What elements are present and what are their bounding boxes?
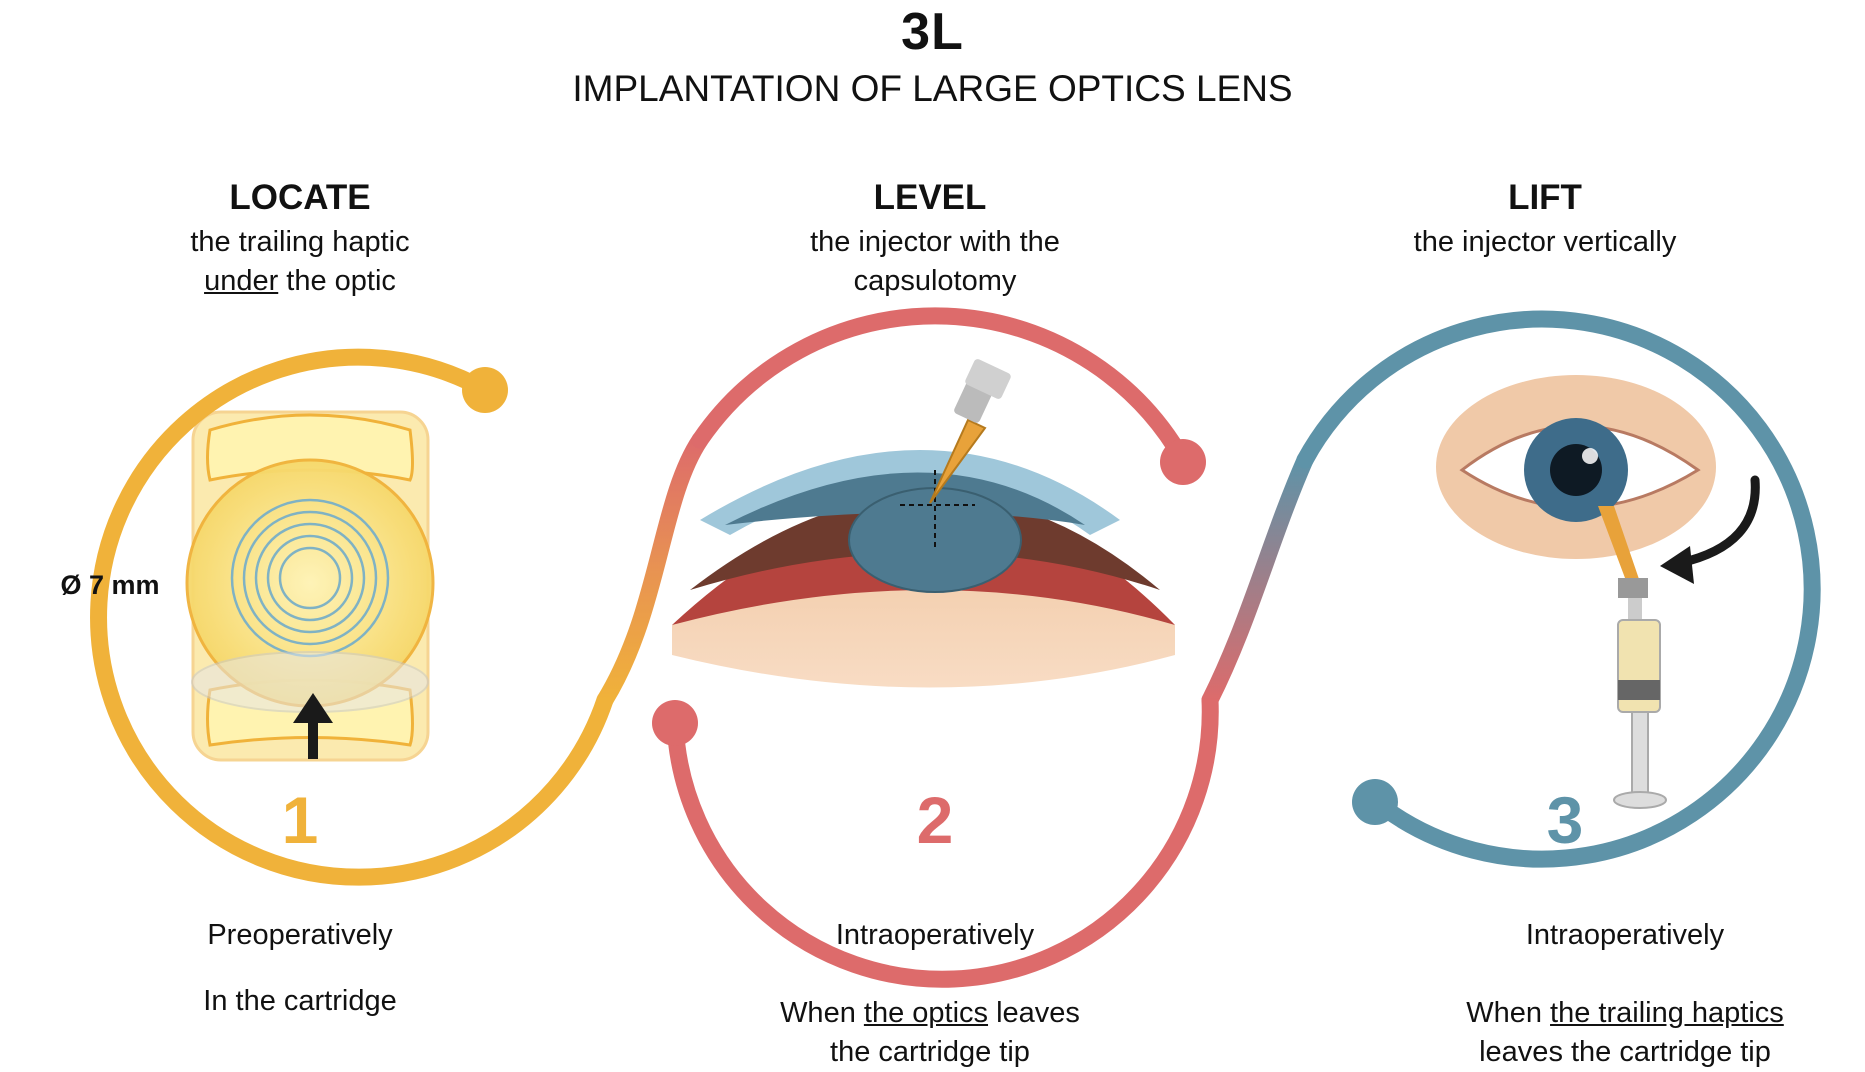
step3-heading: LIFT <box>1508 178 1582 217</box>
curved-arrow-icon <box>1660 475 1760 584</box>
step3-wave <box>1296 310 1821 868</box>
step2-number: 2 <box>916 783 954 857</box>
up-arrow-icon <box>293 693 333 759</box>
diagram-subtitle: IMPLANTATION OF LARGE OPTICS LENS <box>572 68 1293 109</box>
step2-wave-top <box>691 307 1192 469</box>
step3-note2-line1: When the trailing haptics <box>1420 994 1830 1033</box>
step2-note2-underlined: the optics <box>863 997 989 1029</box>
step2-description: the injector with the capsulotomy <box>740 223 1130 301</box>
step1-description: the trailing haptic under the optic <box>120 223 480 301</box>
step3-description: the injector vertically <box>1355 223 1735 262</box>
wave-connector-2-3 <box>1201 451 1314 709</box>
step2-wave-end-dot <box>1160 439 1206 485</box>
wave-connector-1-2 <box>596 431 709 709</box>
step2-wave-start-dot <box>652 700 698 746</box>
step2-note1: Intraoperatively <box>835 919 1035 951</box>
step3-desc-line1: the injector vertically <box>1413 226 1677 258</box>
step1-desc-rest: the optic <box>278 265 396 297</box>
step1-desc-line2: under the optic <box>120 262 480 301</box>
step2-note2: When the optics leaves the cartridge tip <box>720 994 1140 1072</box>
step2-desc-line1: the injector with the <box>810 226 1060 258</box>
step3-number: 3 <box>1546 783 1584 857</box>
step3-note2: When the trailing haptics leaves the car… <box>1420 994 1830 1072</box>
step3-note1: Intraoperatively <box>1525 919 1725 951</box>
step1-wave-end-dot <box>462 367 508 413</box>
diagram-title: 3L <box>901 3 964 61</box>
eye-cross-section-icon <box>672 450 1175 688</box>
step2-desc-line2: capsulotomy <box>853 265 1017 297</box>
step1-note2: In the cartridge <box>203 985 397 1017</box>
step1-desc-underlined: under <box>204 265 279 297</box>
step3-note2-underlined: the trailing haptics <box>1550 997 1784 1029</box>
step1-desc-line1: the trailing haptic <box>190 226 410 258</box>
lens-icon <box>185 410 435 762</box>
step1-number: 1 <box>281 783 319 857</box>
injector-icon <box>929 359 1011 504</box>
step3-note3: leaves the cartridge tip <box>1479 1036 1771 1068</box>
step1-wave <box>90 348 614 886</box>
step2-note2-prefix: When <box>780 997 864 1029</box>
syringe-icon <box>1598 506 1667 809</box>
step2-note2-line1: When the optics leaves <box>720 994 1140 1033</box>
step2-wave-bottom <box>666 691 1219 988</box>
step2-note3: the cartridge tip <box>830 1036 1030 1068</box>
step1-note1: Preoperatively <box>207 919 393 951</box>
step2-note2-suffix: leaves <box>988 997 1080 1029</box>
lens-diameter-label: Ø 7 mm <box>60 570 160 600</box>
step2-heading: LEVEL <box>873 178 987 217</box>
step1-heading: LOCATE <box>229 178 371 217</box>
step3-note2-prefix: When <box>1466 997 1551 1029</box>
step3-wave-start-dot <box>1352 779 1398 825</box>
eye-icon <box>1436 375 1716 559</box>
